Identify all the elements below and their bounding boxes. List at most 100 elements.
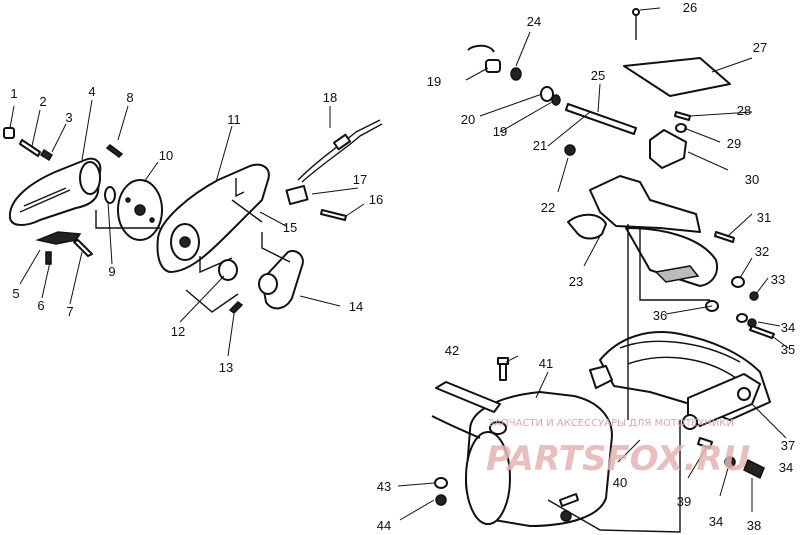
part-44-washer <box>435 494 447 506</box>
drum-arm <box>435 381 501 413</box>
part-26-rod-end <box>632 8 640 16</box>
callout-32: 32 <box>755 244 769 259</box>
callout-44: 44 <box>377 518 391 533</box>
callout-43: 43 <box>377 479 391 494</box>
part-14-bushing <box>258 273 278 295</box>
callout-34: 34 <box>781 320 795 335</box>
part-29-nut <box>675 123 687 133</box>
part-11-bore <box>179 236 191 248</box>
callout-13: 13 <box>219 360 233 375</box>
part-35-bolt <box>749 325 775 339</box>
callout-26: 26 <box>683 0 697 15</box>
callout-35: 35 <box>781 342 795 357</box>
part-10-hole <box>134 204 146 216</box>
callout-33: 33 <box>771 272 785 287</box>
lower-housing-tab <box>589 365 613 389</box>
callout-18: 18 <box>323 90 337 105</box>
part-37-pivot <box>737 387 751 401</box>
part-34-lower-nut <box>724 456 736 468</box>
callout-1: 1 <box>10 86 17 101</box>
callout-2: 2 <box>39 94 46 109</box>
callout-31: 31 <box>757 210 771 225</box>
part-13-screw <box>228 301 244 314</box>
callout-24: 24 <box>527 14 541 29</box>
part-43-nut <box>434 477 448 489</box>
part-41-drum-face <box>465 431 511 525</box>
callout-41: 41 <box>539 356 553 371</box>
callout-17: 17 <box>353 172 367 187</box>
right-assembly <box>431 8 775 527</box>
lower-housing-ribs <box>619 340 741 379</box>
part-2-bolt <box>19 139 41 157</box>
callout-28: 28 <box>737 103 751 118</box>
callout-20: 20 <box>461 112 475 127</box>
part-40-screw <box>559 493 579 507</box>
part-18-cable-sheath <box>301 123 383 183</box>
callout-16: 16 <box>369 192 383 207</box>
part-9-washer <box>104 186 116 204</box>
part-25-shaft <box>565 103 637 135</box>
part-38-bolt <box>743 458 765 480</box>
callout-34-c: 34 <box>779 460 793 475</box>
part-30-block <box>649 129 687 169</box>
part-20-washer <box>540 86 554 102</box>
callout-27: 27 <box>753 40 767 55</box>
part-23-bracket-arm <box>589 175 701 233</box>
callout-42: 42 <box>445 343 459 358</box>
part-27-plate <box>623 57 731 97</box>
callout-9: 9 <box>108 264 115 279</box>
drum-arm-lower <box>431 415 481 439</box>
callout-15: 15 <box>283 220 297 235</box>
callout-6: 6 <box>37 298 44 313</box>
callout-19-b: 19 <box>493 124 507 139</box>
part-10-bolt-hole <box>125 197 131 203</box>
callout-5: 5 <box>12 286 19 301</box>
part-32-washer <box>731 276 745 288</box>
watermark-logo: PARTSFOX.RU <box>486 439 750 479</box>
part-39-spring <box>697 437 713 449</box>
left-assembly <box>3 119 383 314</box>
callout-4: 4 <box>88 84 95 99</box>
part-19-cap <box>485 59 501 73</box>
callout-10: 10 <box>159 148 173 163</box>
callout-39: 39 <box>677 494 691 509</box>
part-41-mount <box>489 421 507 435</box>
part-19-washer <box>551 94 561 106</box>
callout-37: 37 <box>781 438 795 453</box>
part-5-pawl <box>35 231 82 245</box>
part-18-ferrule <box>332 133 352 151</box>
callout-36: 36 <box>653 308 667 323</box>
part-11-cover <box>156 163 270 273</box>
callout-40: 40 <box>613 475 627 490</box>
part-23-bracket <box>567 213 607 240</box>
part-17-plate <box>285 184 309 206</box>
callout-23: 23 <box>569 274 583 289</box>
part-18-cable <box>297 119 381 181</box>
callout-21: 21 <box>533 138 547 153</box>
part-16-bolt <box>320 209 347 221</box>
part-28-screw <box>674 111 691 121</box>
callout-11: 11 <box>227 112 241 127</box>
watermark: ЗАПЧАСТИ И АКСЕССУАРЫ ДЛЯ МОТОТЕХНИКИ PA… <box>486 418 750 479</box>
callout-7: 7 <box>66 304 73 319</box>
callout-3: 3 <box>65 110 72 125</box>
callout-25: 25 <box>591 68 605 83</box>
part-22-nut <box>564 144 576 156</box>
callout-29: 29 <box>727 136 741 151</box>
part-10-bolt-hole <box>149 217 155 223</box>
callout-19: 19 <box>427 74 441 89</box>
watermark-caption: ЗАПЧАСТИ И АКСЕССУАРЫ ДЛЯ МОТОТЕХНИКИ <box>488 418 734 429</box>
part-42-bolt <box>497 357 509 381</box>
callout-38: 38 <box>747 518 761 533</box>
part-8-screw <box>105 144 124 158</box>
part-24-washer <box>510 67 522 81</box>
part-19-handle-grip <box>467 44 495 53</box>
part-15-pin <box>231 199 263 223</box>
callout-30: 30 <box>745 172 759 187</box>
callout-34-b: 34 <box>709 514 723 529</box>
part-37-pivot <box>682 414 698 430</box>
part-1-screw <box>3 127 15 139</box>
leader-lines <box>9 7 789 533</box>
